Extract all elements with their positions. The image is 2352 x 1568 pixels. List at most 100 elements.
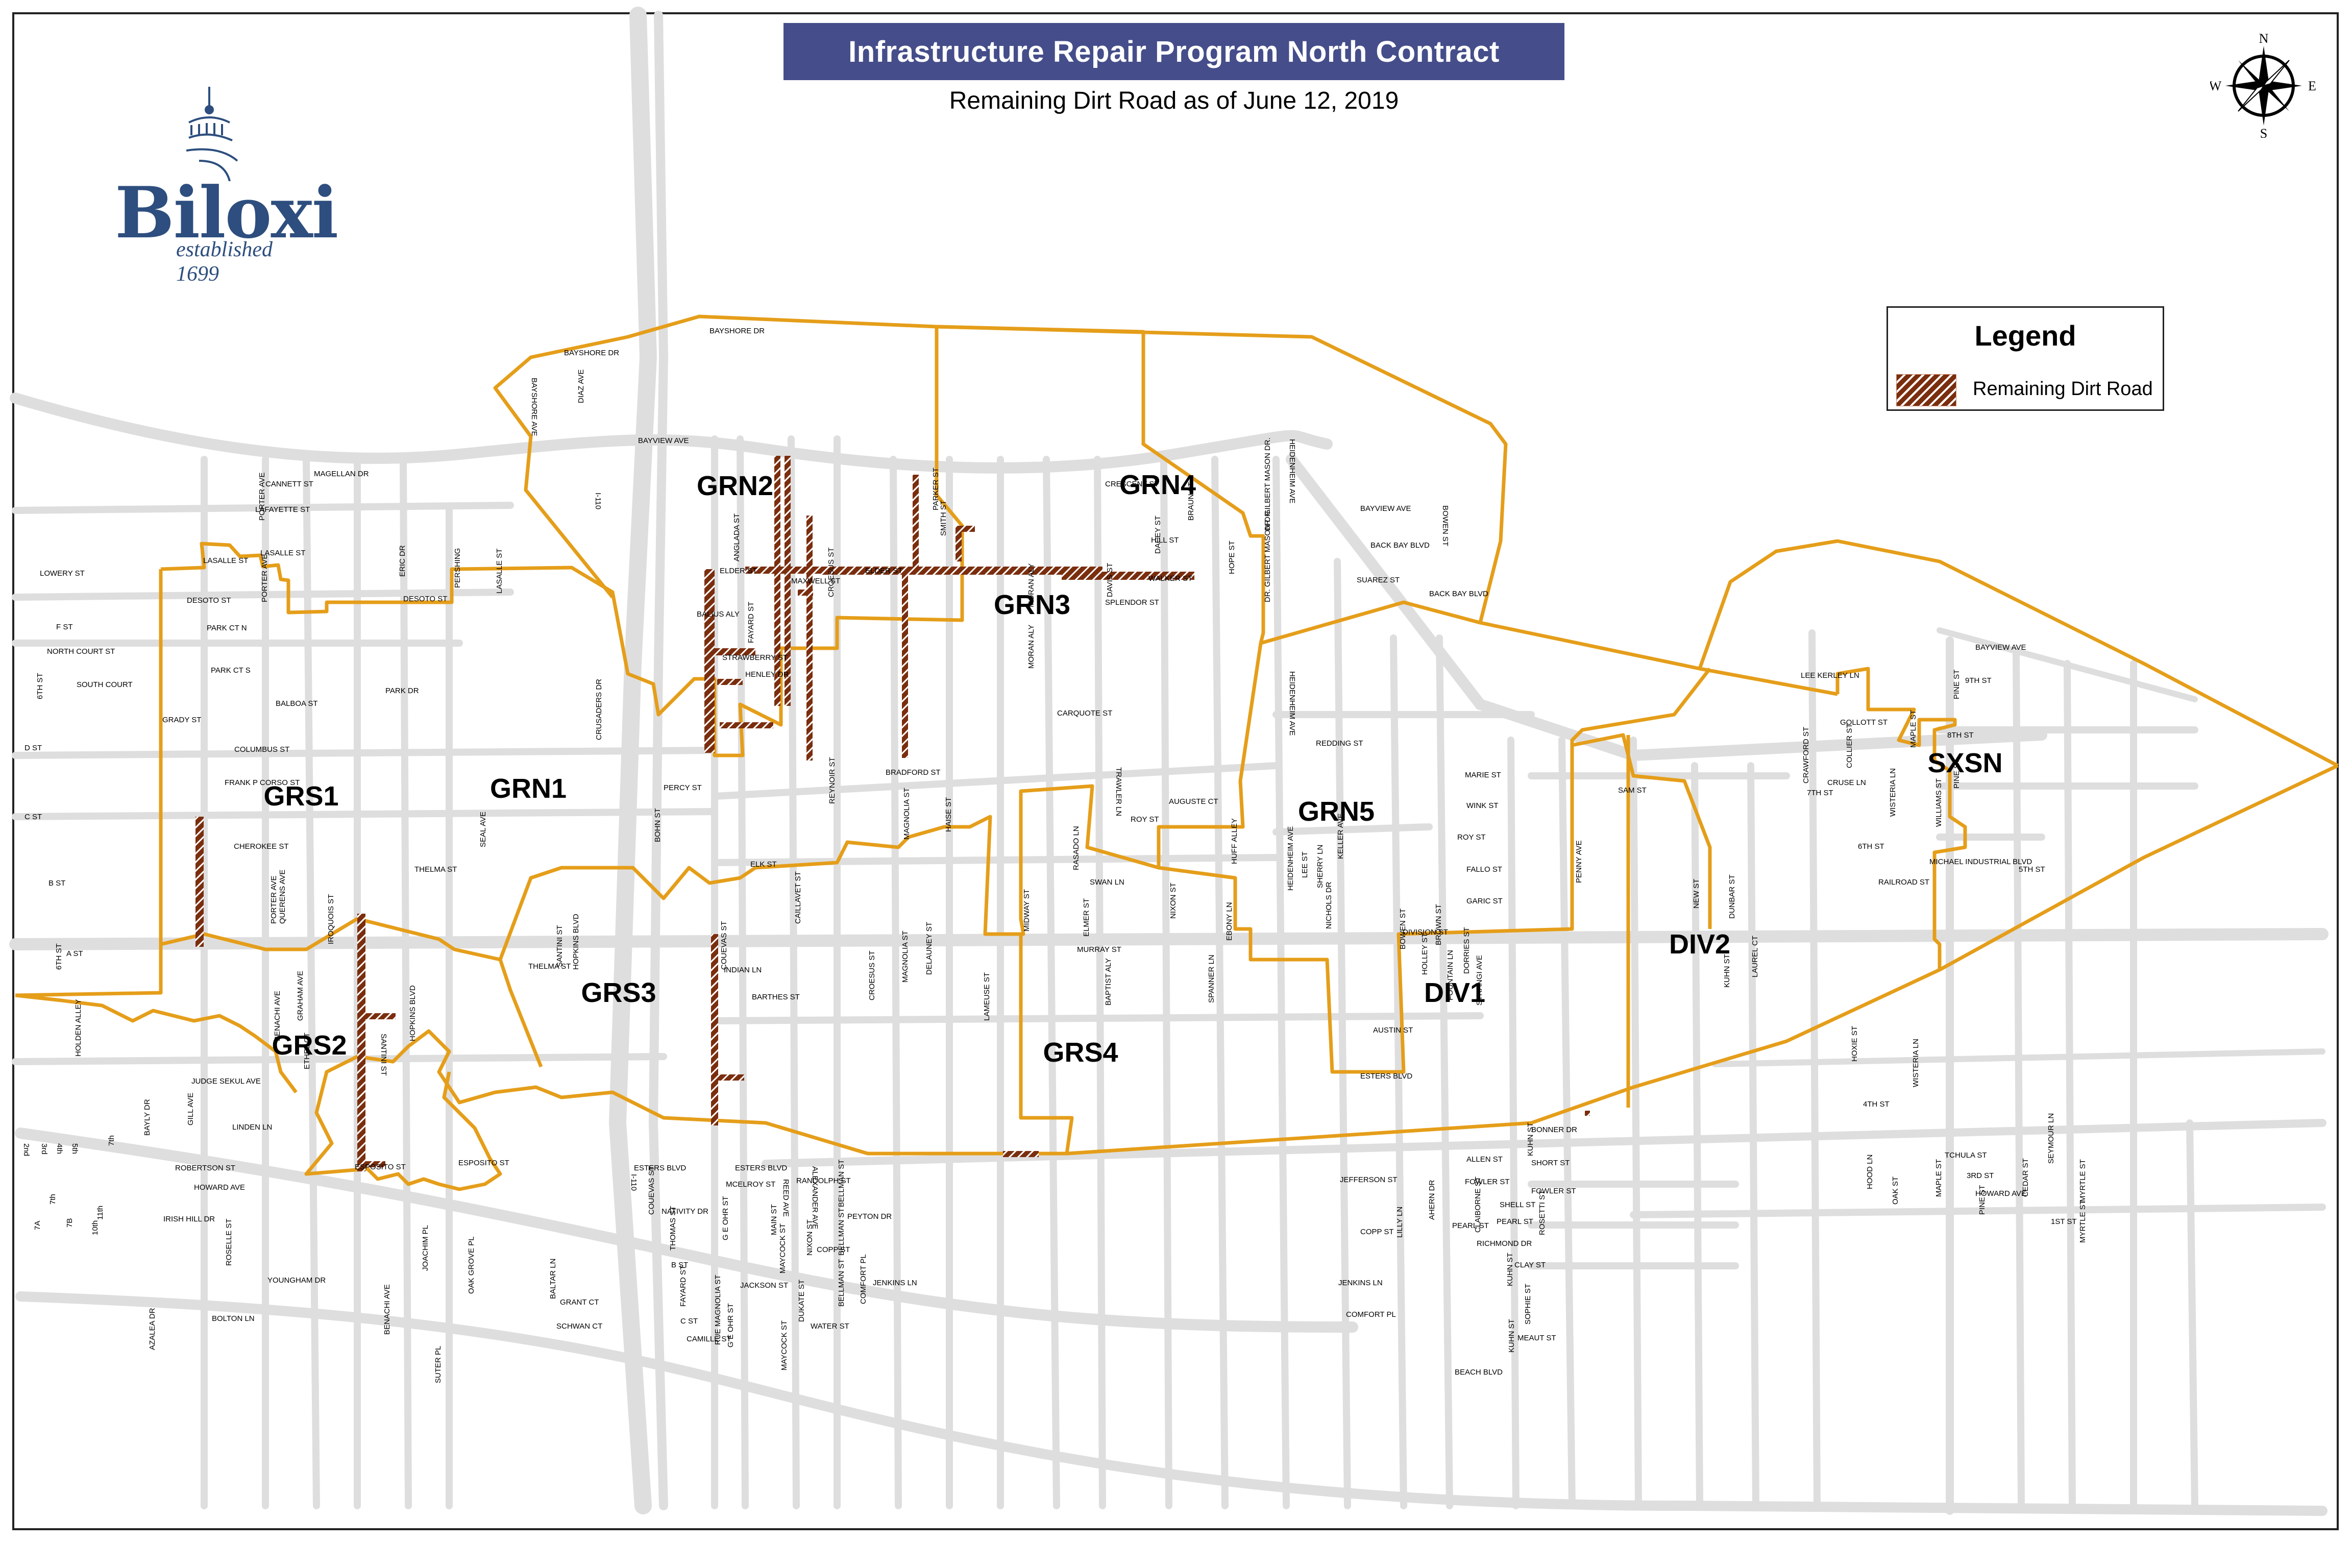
street-label: CANNETT ST: [265, 480, 313, 488]
street-label: BAYSHORE DR: [564, 349, 620, 357]
street-label: BOWEN ST: [1399, 908, 1407, 949]
street-label: BOHN ST: [653, 808, 662, 842]
street-label: DUKATE ST: [797, 1279, 806, 1322]
zone-label-grs3: GRS3: [581, 977, 656, 1008]
street-label: MAPLE ST: [1909, 709, 1918, 748]
street-label: BARTHES ST: [752, 993, 800, 1001]
street-label: JENKINS LN: [873, 1279, 917, 1287]
street-label: HAISE ST: [944, 797, 953, 832]
street-label: AUGUSTE CT: [1169, 797, 1218, 806]
street-label: WISTERIA LN: [1889, 768, 1897, 817]
compass-e: E: [2308, 79, 2316, 93]
street-label: OAK ST: [1891, 1176, 1900, 1205]
street-label: 1ST ST: [2051, 1217, 2077, 1226]
street-label: SEYMOUR LN: [2047, 1113, 2055, 1164]
street-label: MAGNOLIA ST: [902, 788, 911, 840]
street-label: 6TH ST: [36, 673, 44, 699]
street-label: ALLEN ST: [1466, 1155, 1503, 1164]
street-label: FALLO ST: [1466, 865, 1503, 874]
street-label: JOACHIM PL: [421, 1224, 430, 1271]
zone-label-grn3: GRN3: [993, 590, 1071, 620]
street-label: HOLLEY ST: [1420, 933, 1429, 975]
street-label: CRUSE LN: [1827, 778, 1866, 787]
street-label: SOPHIE ST: [1524, 1283, 1532, 1325]
street-label: CAMILLE ST: [687, 1335, 731, 1343]
street-label: 7TH ST: [1807, 789, 1833, 797]
street-label: F ST: [56, 623, 73, 631]
street-label: DAVIS ST: [1106, 562, 1114, 597]
zone-label-grn2: GRN2: [696, 471, 774, 501]
street-label: CROESUS ST: [827, 547, 836, 597]
street-label: WINK ST: [1466, 801, 1499, 810]
street-label: 11th: [96, 1205, 105, 1220]
street-label: LEE KERLEY LN: [1801, 671, 1859, 680]
street-label: WALKER ST: [1148, 574, 1193, 583]
street-label: SANTINI ST: [379, 1034, 388, 1076]
street-label: CRUSADERS DR: [595, 678, 603, 740]
street-label: PINE ST: [1978, 1185, 1987, 1215]
street-label: PINE ST: [1952, 758, 1961, 789]
street-label: AHERN DR: [1428, 1180, 1436, 1220]
street-label: BOLTON LN: [212, 1314, 255, 1323]
street-label: BELLMAN ST: [837, 1259, 846, 1307]
street-label: REYNOIR ST: [828, 757, 837, 804]
street-label: GOLLOTT ST: [1840, 718, 1888, 727]
street-label: SAM ST: [1618, 786, 1647, 795]
street-label: SUTER PL: [434, 1345, 443, 1383]
street-label: DIAZ AVE: [577, 369, 585, 403]
street-label: A ST: [66, 949, 83, 958]
street-label: ERIC DR: [398, 545, 407, 577]
street-label: GRADY ST: [162, 716, 202, 724]
remaining-dirt-roads: [195, 456, 1590, 1171]
street-label: COLLIER ST: [1845, 723, 1854, 768]
zone-label-sxsn: SXSN: [1927, 748, 2003, 778]
street-label: 7th: [107, 1135, 116, 1146]
street-label: 5TH ST: [2019, 865, 2045, 874]
street-label: JACKSON ST: [740, 1281, 789, 1290]
compass-s: S: [2260, 126, 2267, 138]
street-label: BOWEN ST: [1441, 505, 1450, 547]
street-label: PENNY AVE: [1575, 840, 1583, 883]
street-label: ROY ST: [1131, 815, 1159, 824]
street-label: HOWARD AVE: [1975, 1189, 2027, 1198]
street-label: BENACHI AVE: [273, 991, 282, 1041]
street-label: MIDWAY ST: [1022, 889, 1031, 932]
legend-item-label: Remaining Dirt Road: [1973, 378, 2153, 400]
logo-wordmark: Biloxi: [115, 171, 338, 254]
street-label: REDDING ST: [1316, 739, 1363, 748]
street-label: DACEY ST: [1154, 516, 1162, 554]
street-label: C ST: [24, 813, 42, 821]
street-label: IROQUOIS ST: [327, 894, 335, 944]
street-label: D ST: [24, 744, 42, 752]
street-label: MICHAEL INDUSTRIAL BLVD: [1929, 857, 2032, 866]
street-label: MAYCOCK ST: [778, 1223, 787, 1273]
street-label: KELLER AVE: [1336, 813, 1345, 859]
street-label: 7th: [48, 1194, 57, 1205]
street-label: NORTH COURT ST: [47, 647, 115, 656]
street-label: MYRTLE ST: [2078, 1159, 2087, 1202]
street-label: RUE MAGNOLIA ST: [714, 1275, 722, 1345]
street-label: ELK ST: [750, 860, 777, 869]
street-label: SUAREZ ST: [1357, 576, 1400, 584]
street-label: WISTERIA LN: [1912, 1038, 1920, 1087]
street-label: MAPLE ST: [1934, 1159, 1943, 1197]
street-label: BRADFORD ST: [886, 768, 941, 777]
street-label: FOUNTAIN LN: [1446, 950, 1455, 1000]
street-label: LAFAYETTE ST: [255, 505, 310, 514]
street-label: LAUREL CT: [1751, 936, 1759, 977]
street-label: RICHMOND DR: [1477, 1239, 1532, 1248]
compass-n: N: [2259, 31, 2269, 46]
street-label: CRESCENT ST: [1105, 480, 1159, 488]
zone-label-grs2: GRS2: [272, 1030, 347, 1061]
street-label: BAYVIEW AVE: [1975, 643, 2026, 652]
logo-tagline: established 1699: [176, 238, 273, 286]
street-label: HOXIE ST: [1850, 1025, 1859, 1062]
street-label: MAGNOLIA ST: [901, 930, 910, 983]
street-label: ESTERS BLVD: [634, 1164, 687, 1172]
street-label: SPLENDOR ST: [1105, 598, 1159, 607]
street-label: GRAHAM AVE: [296, 970, 305, 1021]
zone-label-div1: DIV1: [1424, 977, 1486, 1008]
street-label: DESOTO ST: [187, 596, 231, 605]
street-label: HOLDEN ALLEY: [74, 999, 83, 1057]
street-label: BAYSHORE DR: [709, 327, 765, 335]
